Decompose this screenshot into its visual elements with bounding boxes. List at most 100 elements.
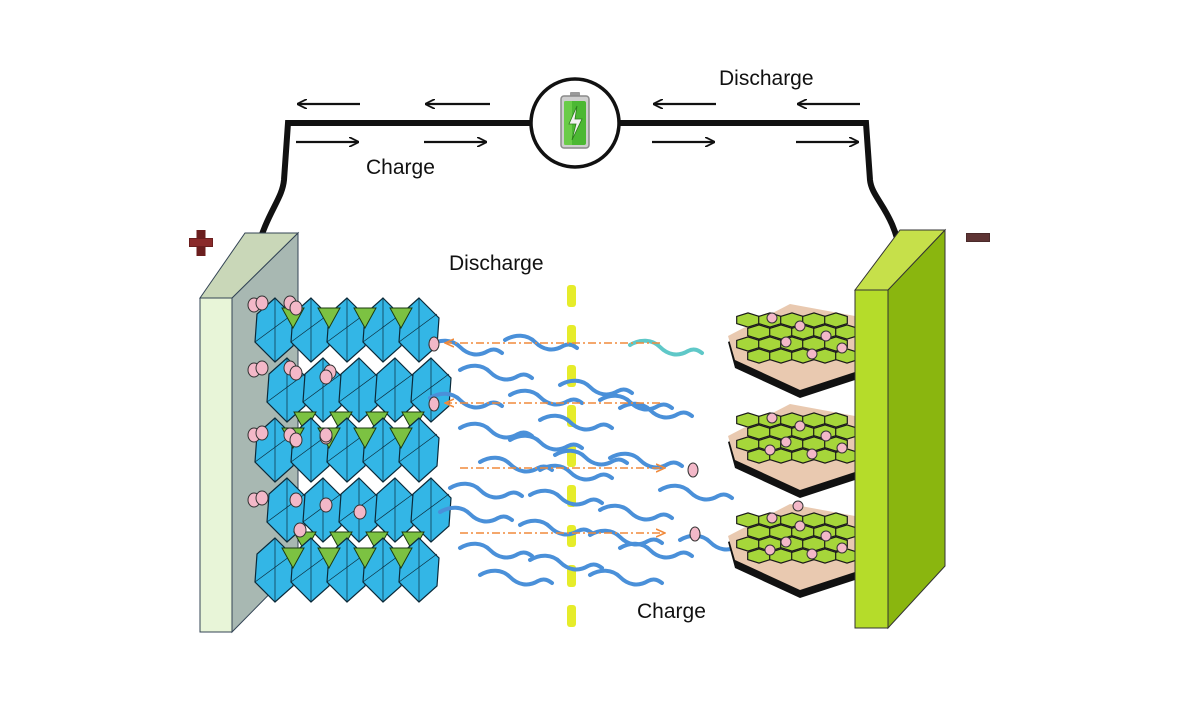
graphite-hexagon bbox=[747, 324, 771, 340]
tetrahedron bbox=[317, 307, 341, 330]
electrolyte-chain bbox=[598, 393, 674, 412]
lithium-ion bbox=[766, 312, 778, 324]
electrolyte bbox=[428, 333, 754, 587]
separator-segment bbox=[567, 525, 576, 547]
graphite-hexagon bbox=[769, 324, 793, 340]
tetrahedron bbox=[317, 547, 341, 570]
lithium-ion bbox=[820, 330, 832, 342]
lithium-ion bbox=[794, 420, 806, 432]
graphite-hexagon bbox=[747, 424, 771, 440]
lithium-ion bbox=[806, 348, 818, 360]
plus-sign-icon bbox=[189, 230, 213, 256]
lithium-ion bbox=[764, 444, 776, 456]
electrolyte-chain bbox=[588, 568, 664, 587]
lithium-ion bbox=[687, 462, 699, 478]
lithium-ion bbox=[780, 436, 792, 448]
battery-charging-icon bbox=[529, 77, 621, 169]
octahedron-edge bbox=[362, 313, 402, 343]
electrolyte-chain bbox=[538, 413, 614, 432]
lithium-ion bbox=[255, 295, 269, 311]
octahedron-edge bbox=[290, 553, 330, 583]
octahedron-edge bbox=[326, 313, 366, 343]
tetrahedron bbox=[389, 427, 413, 450]
tetrahedron bbox=[389, 547, 413, 570]
minus-sign-icon bbox=[966, 233, 990, 242]
electrolyte-chain bbox=[658, 483, 734, 502]
cathode-crystal-structure bbox=[247, 295, 452, 603]
lithium-ion bbox=[289, 300, 303, 316]
graphite-hexagon bbox=[747, 348, 771, 364]
electrolyte-chain bbox=[458, 421, 534, 440]
graphite-hexagon bbox=[736, 536, 760, 552]
electrolyte-chain bbox=[558, 378, 634, 397]
octahedron-edge bbox=[254, 313, 294, 343]
graphite-hexagon bbox=[824, 312, 848, 328]
lithium-ion bbox=[428, 336, 440, 352]
lithium-ion bbox=[780, 336, 792, 348]
octahedron-edge bbox=[290, 313, 330, 343]
electrolyte-chain bbox=[598, 503, 674, 522]
electrolyte-chain bbox=[448, 481, 524, 500]
top-discharge-label: Discharge bbox=[719, 67, 814, 90]
lithium-ion bbox=[255, 490, 269, 506]
separator-segment bbox=[567, 285, 576, 307]
graphite-hexagon bbox=[802, 312, 826, 328]
lithium-ion bbox=[836, 342, 848, 354]
lithium-ion bbox=[794, 520, 806, 532]
lithium-ion bbox=[836, 542, 848, 554]
lithium-ion bbox=[792, 500, 804, 512]
top-charge-label: Charge bbox=[366, 156, 435, 179]
lithium-ion bbox=[255, 360, 269, 376]
octahedron-edge bbox=[410, 493, 450, 523]
octahedron-edge bbox=[254, 553, 294, 583]
separator-segment bbox=[567, 365, 576, 387]
electrolyte-chain bbox=[508, 433, 584, 452]
octahedron-edge bbox=[374, 373, 414, 403]
separator-segment bbox=[567, 445, 576, 467]
lithium-ion bbox=[836, 442, 848, 454]
lithium-ion bbox=[293, 522, 307, 538]
octahedron-edge bbox=[326, 553, 366, 583]
separator-segment bbox=[567, 605, 576, 627]
lithium-ion bbox=[764, 544, 776, 556]
electrolyte-chain bbox=[458, 363, 534, 382]
octahedron-edge bbox=[410, 373, 450, 403]
graphite-stack bbox=[728, 500, 859, 598]
octahedron-edge bbox=[362, 553, 402, 583]
separator bbox=[567, 285, 576, 627]
octahedron-edge bbox=[398, 313, 438, 343]
lithium-ion bbox=[428, 396, 440, 412]
graphite-hexagon bbox=[736, 412, 760, 428]
octahedron-edge bbox=[338, 373, 378, 403]
lithium-ion bbox=[319, 369, 333, 385]
electrolyte-chain bbox=[438, 505, 514, 524]
electrolyte-chain bbox=[618, 401, 694, 420]
graphite-stack bbox=[728, 404, 859, 498]
electrolyte-chain bbox=[618, 541, 694, 560]
tetrahedron bbox=[353, 427, 377, 450]
electrolyte-chain bbox=[518, 518, 594, 537]
tetrahedron bbox=[389, 307, 413, 330]
graphite-hexagon bbox=[736, 336, 760, 352]
lithium-ion bbox=[353, 504, 367, 520]
graphite-hexagon bbox=[736, 436, 760, 452]
electrolyte-chain bbox=[508, 388, 584, 407]
tetrahedron bbox=[353, 547, 377, 570]
lithium-ion bbox=[806, 448, 818, 460]
graphite-hexagon bbox=[758, 336, 782, 352]
lithium-ion bbox=[289, 492, 303, 508]
negative-current-collector bbox=[854, 228, 947, 630]
electrolyte-chain bbox=[553, 448, 629, 467]
lithium-ion bbox=[794, 320, 806, 332]
graphite-hexagon bbox=[769, 424, 793, 440]
lithium-ion bbox=[689, 526, 701, 542]
lithium-ion bbox=[766, 512, 778, 524]
lithium-ion bbox=[806, 548, 818, 560]
lithium-ion bbox=[766, 412, 778, 424]
graphite-hexagon bbox=[736, 512, 760, 528]
separator-segment bbox=[567, 325, 576, 347]
graphite-hexagon bbox=[736, 312, 760, 328]
graphite-hexagon bbox=[769, 524, 793, 540]
lithium-ion bbox=[319, 427, 333, 443]
graphite-stack bbox=[728, 304, 859, 398]
